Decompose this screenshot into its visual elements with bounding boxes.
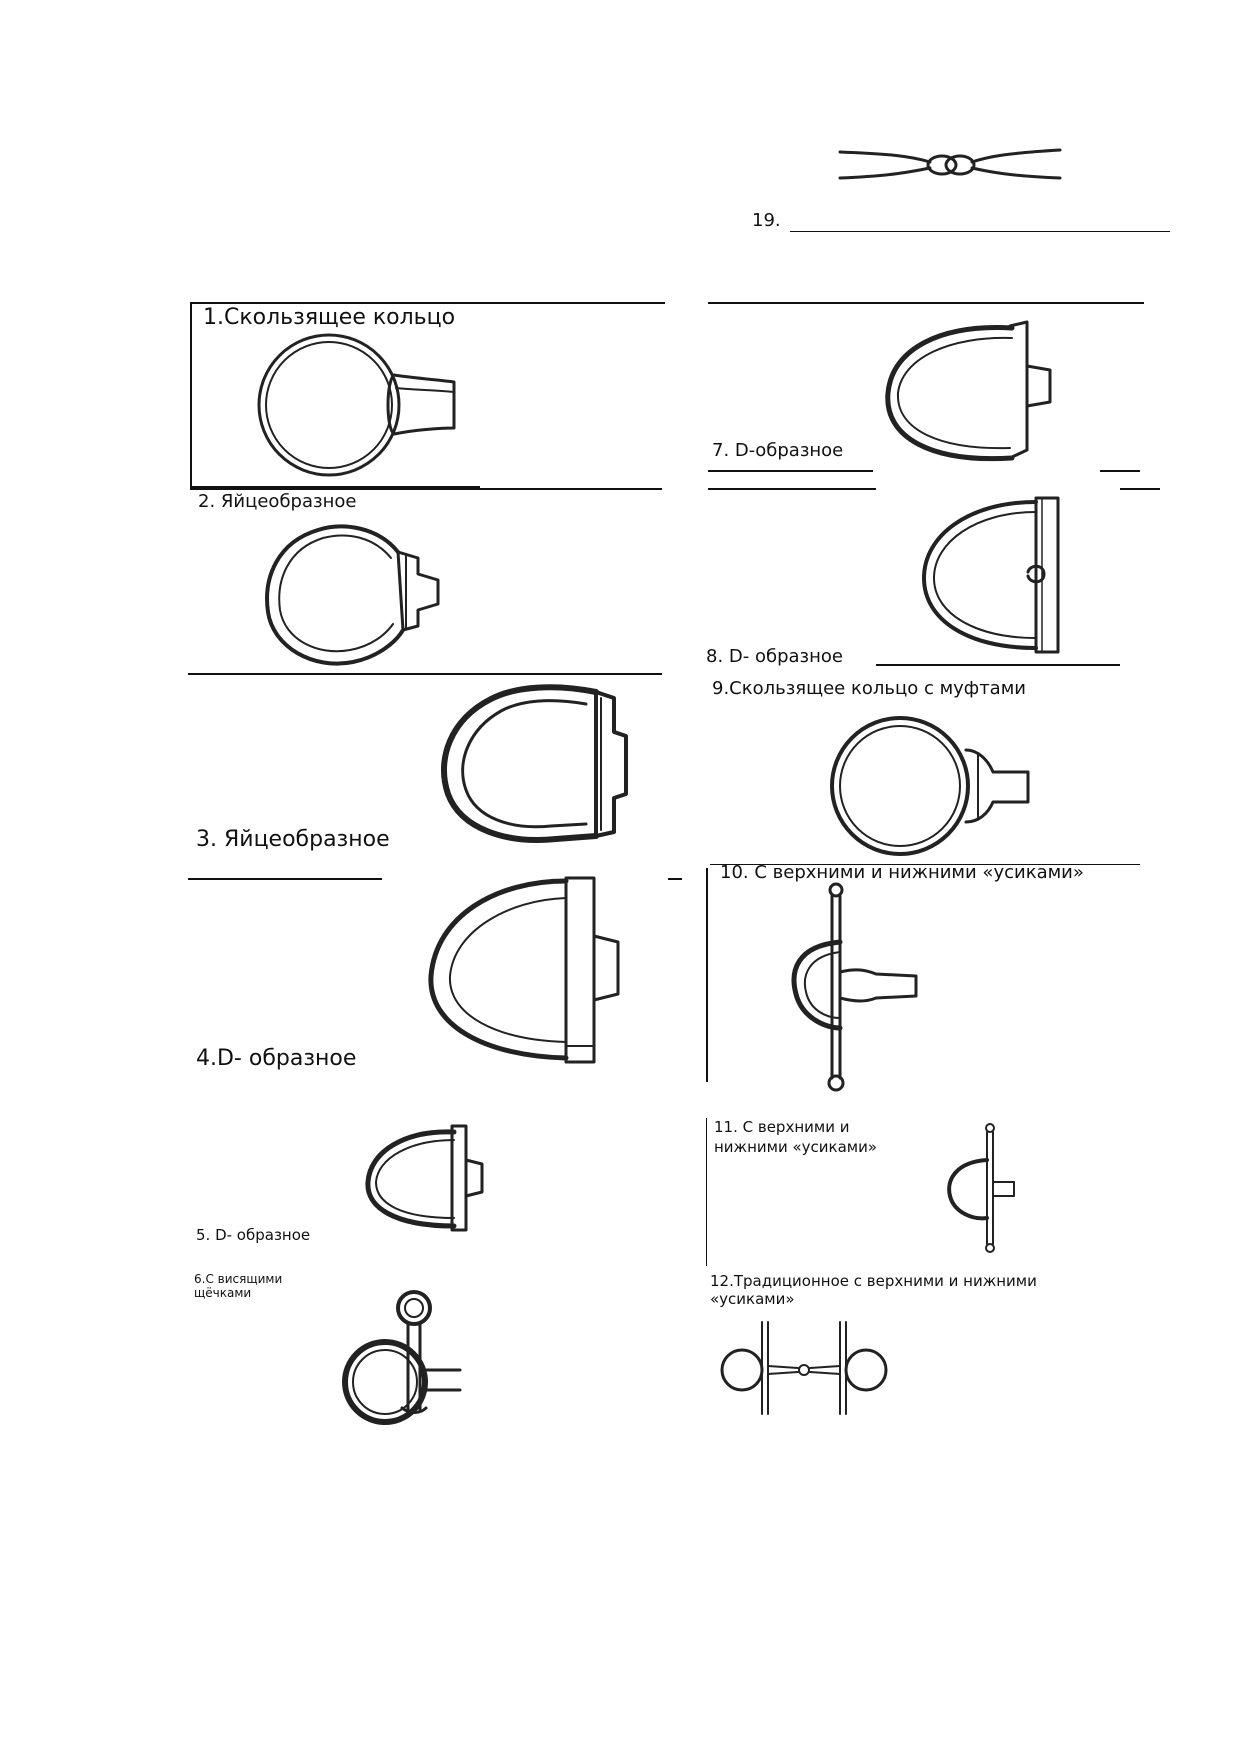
d-ring-bit-icon	[922, 496, 1060, 654]
item3-underline	[188, 878, 382, 880]
item6-label-line1: 6.С висящими	[194, 1272, 283, 1286]
item10-label: 10. С верхними и нижними «усиками»	[720, 862, 1084, 883]
full-cheek-bit-icon	[947, 1123, 1015, 1253]
loose-ring-with-sleeves-bit-icon	[830, 716, 1030, 856]
item7-tail-line-top	[1100, 470, 1140, 472]
eggbutt-bit-icon	[441, 684, 628, 843]
item12-label-line2: «усиками»	[710, 1290, 795, 1308]
item1-frame-bottom	[190, 486, 480, 488]
snaffle-mouthpiece-icon	[838, 148, 1062, 180]
item4-label: 4.D- образное	[196, 1046, 357, 1071]
item19-label: 19.	[752, 210, 781, 231]
divider-right-2	[708, 488, 876, 490]
item12-label-line1: 12.Традиционное с верхними и нижними	[710, 1272, 1037, 1290]
item7-label: 7. D-образное	[712, 440, 844, 461]
item19-answer-line	[790, 231, 1170, 232]
item11-label-line2: нижними «усиками»	[714, 1138, 878, 1156]
item8-underline	[876, 664, 1120, 666]
divider-right-vertical-1	[706, 868, 708, 1082]
item6-label-line2: щёчками	[194, 1286, 252, 1300]
item9-label: 9.Скользящее кольцо с муфтами	[712, 678, 1026, 699]
hanging-cheek-bit-icon	[342, 1290, 462, 1425]
item12-label: 12.Традиционное с верхними и нижними «ус…	[710, 1272, 1037, 1308]
item1-frame-left	[190, 302, 192, 488]
d-ring-bit-icon	[428, 876, 620, 1064]
d-ring-bit-icon	[885, 320, 1052, 462]
item11-label-line1: 11. С верхними и	[714, 1118, 850, 1136]
divider-top-left	[190, 302, 665, 304]
divider-top-right	[708, 302, 1144, 304]
full-cheek-bit-icon	[791, 882, 918, 1092]
item7-underline	[708, 470, 873, 472]
item3-label: 3. Яйцеобразное	[196, 827, 390, 852]
item11-label: 11. С верхними и нижними «усиками»	[714, 1117, 877, 1157]
item5-label: 5. D- образное	[196, 1226, 311, 1244]
eggbutt-bit-icon	[265, 524, 440, 666]
loose-ring-bit-icon	[257, 333, 456, 477]
traditional-full-cheek-bit-icon	[720, 1321, 888, 1415]
divider-left-3	[188, 673, 662, 675]
divider-right-4	[710, 864, 1140, 865]
divider-right-2b	[1120, 488, 1160, 490]
divider-right-vertical-2	[706, 1118, 707, 1266]
item8-label: 8. D- образное	[706, 646, 843, 667]
d-ring-bit-icon	[365, 1124, 484, 1232]
item1-label: 1.Скользящее кольцо	[203, 305, 456, 330]
divider-left-2	[190, 488, 662, 490]
item3-tail-line	[668, 878, 682, 880]
item6-label: 6.С висящими щёчками	[194, 1272, 282, 1300]
item2-label: 2. Яйцеобразное	[198, 491, 357, 512]
